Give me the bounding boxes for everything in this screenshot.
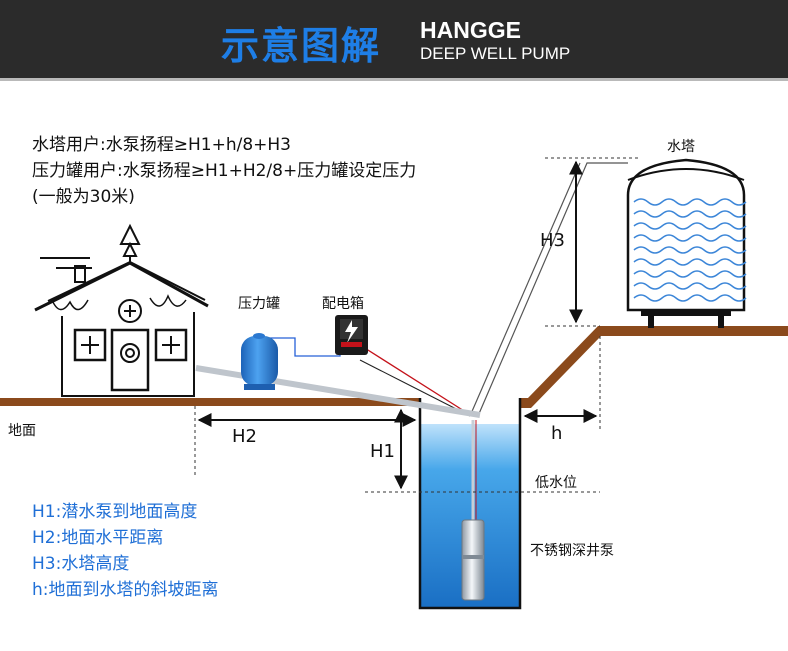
formula-tower: 水塔用户:水泵扬程≥H1+h/8+H3 bbox=[32, 135, 291, 155]
pressure-tank bbox=[241, 336, 278, 386]
pipe-to-house bbox=[195, 365, 481, 418]
label-pressure-tank: 压力罐 bbox=[238, 296, 280, 312]
house-icon bbox=[34, 223, 209, 397]
label-low-water: 低水位 bbox=[535, 475, 577, 491]
page-title: 示意图解 bbox=[221, 24, 382, 68]
formula-pressure-tank: 压力罐用户:水泵扬程≥H1+H2/8+压力罐设定压力 bbox=[32, 161, 417, 181]
ground-left bbox=[0, 398, 420, 406]
label-ground: 地面 bbox=[8, 423, 36, 439]
brand-subtitle: DEEP WELL PUMP bbox=[420, 44, 571, 63]
water-tower-icon bbox=[626, 158, 747, 328]
dim-h3: H3 bbox=[540, 230, 565, 251]
label-tower: 水塔 bbox=[667, 139, 695, 155]
well-wall bbox=[418, 398, 522, 610]
header-banner bbox=[0, 0, 788, 80]
cable-to-box-2 bbox=[359, 359, 471, 417]
legend-h: h:地面到水塔的斜坡距离 bbox=[32, 580, 219, 600]
legend-h2: H2:地面水平距离 bbox=[32, 528, 164, 548]
pump-body bbox=[461, 519, 485, 601]
dim-h1: H1 bbox=[370, 441, 395, 462]
formula-note: (一般为30米) bbox=[32, 187, 135, 207]
pump-band bbox=[462, 555, 484, 559]
legend-h3: H3:水塔高度 bbox=[32, 554, 130, 574]
pipe-to-tower-inner bbox=[469, 162, 581, 417]
ground-right bbox=[520, 326, 788, 408]
pressure-tank-base bbox=[244, 384, 275, 390]
header-divider bbox=[0, 78, 788, 81]
label-pump: 不锈钢深井泵 bbox=[530, 543, 614, 559]
dim-h2: H2 bbox=[232, 426, 257, 447]
dim-h: h bbox=[551, 423, 563, 444]
legend-h1: H1:潜水泵到地面高度 bbox=[32, 502, 198, 522]
brand-name: HANGGE bbox=[420, 17, 521, 43]
label-control-box: 配电箱 bbox=[322, 296, 364, 312]
pipe-to-tower bbox=[477, 162, 628, 417]
